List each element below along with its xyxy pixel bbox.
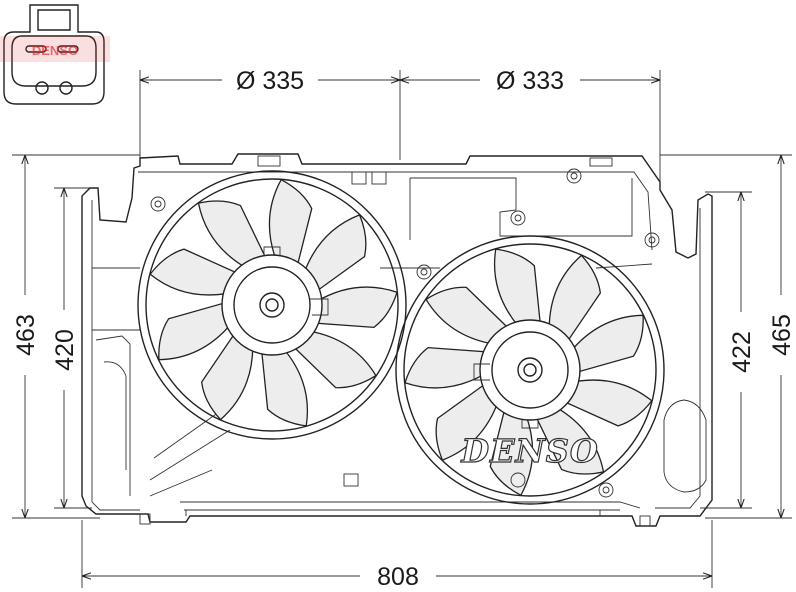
fan-blade	[200, 331, 254, 421]
fan-blade	[493, 248, 542, 328]
radiator-fan-assembly-icon	[81, 153, 713, 527]
width-dimension: 808	[81, 520, 713, 591]
fan-blade	[158, 301, 232, 361]
fan-blade	[534, 406, 605, 475]
shroud-outline	[81, 153, 713, 527]
right-inner-height-label: 422	[728, 331, 756, 373]
right-height-dimensions: 422 465	[660, 154, 796, 519]
left-inner-height-label: 420	[51, 329, 79, 371]
left-outer-height-label: 463	[12, 314, 40, 356]
connector-brand-logo: DENSO	[0, 36, 110, 62]
left-fan-blades	[149, 178, 398, 427]
fan-blade	[489, 407, 534, 497]
fan-left-diameter-label: Ø 335	[236, 67, 304, 95]
right-outer-height-label: 465	[768, 314, 796, 356]
fan-blade	[303, 214, 367, 293]
overall-width-label: 808	[377, 563, 419, 591]
fan-blade	[425, 286, 511, 345]
fan-blade	[197, 200, 268, 269]
fan-blade	[149, 248, 240, 296]
left-fan	[137, 170, 407, 440]
left-height-dimensions: 463 420	[12, 154, 140, 519]
fan-right-diameter-label: Ø 333	[496, 67, 564, 95]
fan-blade	[291, 330, 377, 389]
fan-blade	[562, 379, 653, 427]
connector-logo-text: DENSO	[32, 43, 78, 58]
fan-blade	[435, 382, 499, 461]
fan-blade	[260, 347, 309, 427]
fan-blade	[313, 286, 398, 329]
brand-logo-text: DENSO	[460, 432, 598, 470]
connector-plug-icon: DENSO	[0, 4, 110, 105]
fan-blade	[268, 178, 313, 268]
fan-blade	[548, 254, 602, 344]
fan-blade	[570, 314, 644, 374]
right-fan	[395, 235, 665, 505]
diameter-dimensions: Ø 335 Ø 333	[139, 67, 661, 182]
right-fan-blades	[404, 248, 653, 497]
fan-blade	[404, 346, 489, 389]
